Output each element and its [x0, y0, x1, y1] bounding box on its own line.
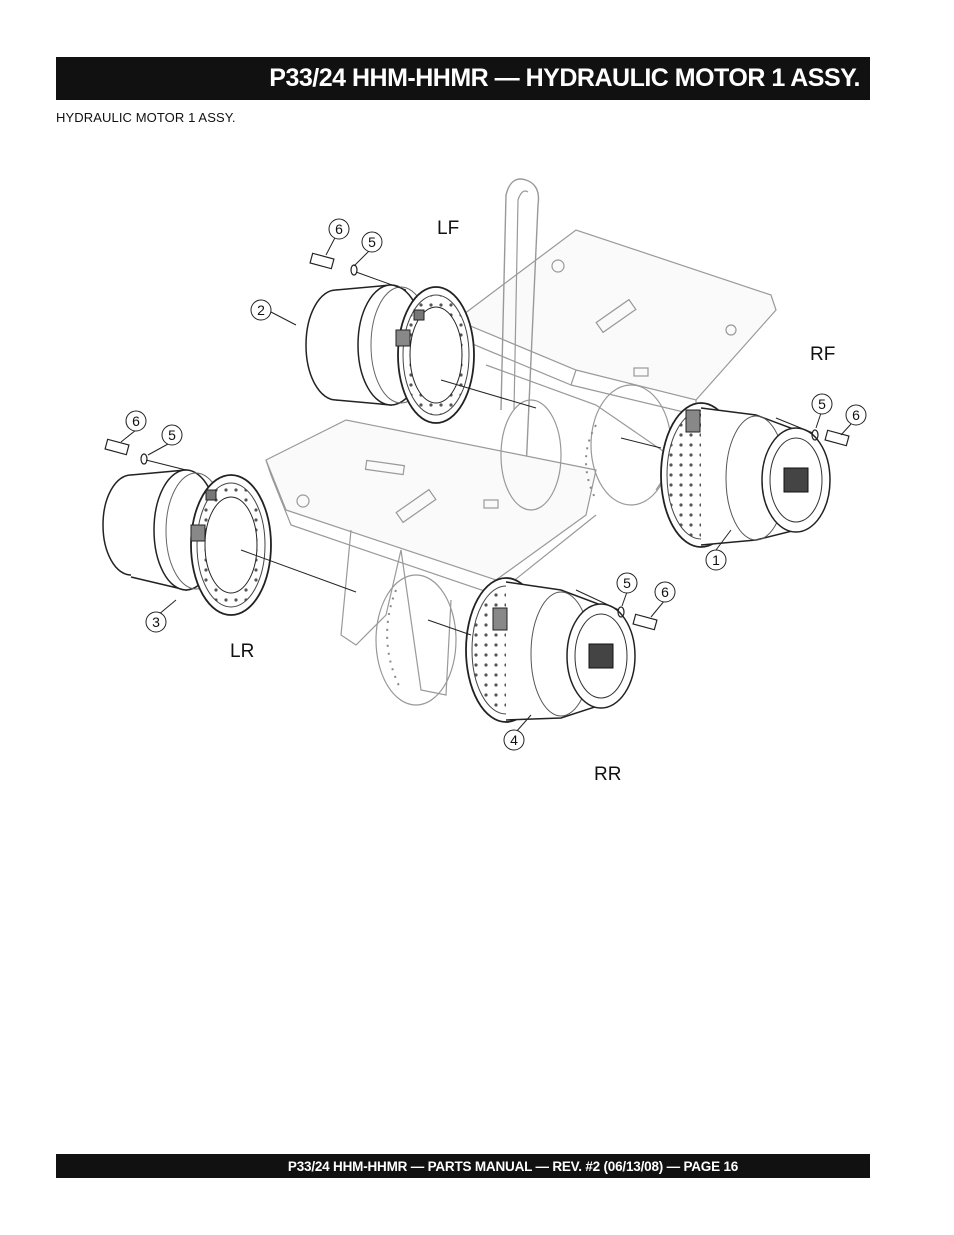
svg-text:5: 5: [368, 234, 376, 250]
diagram-canvas: 6 5 2 5 6 1 6: [102, 178, 867, 785]
motor-lr: [102, 469, 272, 616]
motor-rr: [465, 577, 636, 723]
callout-rr-motor: 4: [503, 729, 525, 751]
label-lr: LR: [230, 641, 254, 662]
assembly-lines: [145, 271, 814, 636]
svg-text:6: 6: [335, 221, 343, 237]
callout-balloons: 6 5 2 5 6 1 6: [125, 218, 867, 751]
callout-rr-bolt: 6: [654, 581, 676, 603]
svg-text:4: 4: [510, 732, 518, 748]
svg-text:5: 5: [818, 396, 826, 412]
callout-lf-bolt: 6: [328, 218, 350, 240]
svg-text:5: 5: [168, 427, 176, 443]
svg-text:5: 5: [623, 575, 631, 591]
callout-lf-motor: 2: [250, 299, 272, 321]
callout-lr-bolt: 6: [125, 410, 147, 432]
callout-rf-motor: 1: [705, 549, 727, 571]
callout-rr-washer: 5: [616, 572, 638, 594]
fasteners: [104, 252, 850, 631]
svg-text:3: 3: [152, 614, 160, 630]
page-footer: P33/24 HHM-HHMR — PARTS MANUAL — REV. #2…: [287, 1158, 739, 1174]
svg-text:6: 6: [661, 584, 669, 600]
section-caption: HYDRAULIC MOTOR 1 ASSY.: [56, 110, 236, 125]
motor-lf: [305, 284, 475, 424]
svg-text:1: 1: [712, 552, 720, 568]
svg-text:6: 6: [132, 413, 140, 429]
label-rr: RR: [594, 764, 621, 785]
svg-text:6: 6: [852, 407, 860, 423]
label-lf: LF: [437, 218, 459, 239]
page-title: P33/24 HHM-HHMR — HYDRAULIC MOTOR 1 ASSY…: [269, 64, 860, 92]
page-footer-bar: P33/24 HHM-HHMR — PARTS MANUAL — REV. #2…: [56, 1154, 870, 1178]
exploded-parts-diagram: 6 5 2 5 6 1 6: [56, 170, 876, 800]
callout-lf-washer: 5: [361, 231, 383, 253]
callout-rf-bolt: 6: [845, 404, 867, 426]
label-rf: RF: [810, 344, 835, 365]
callout-lr-washer: 5: [161, 424, 183, 446]
callout-rf-washer: 5: [811, 393, 833, 415]
svg-text:2: 2: [257, 302, 265, 318]
motor-rf: [660, 402, 831, 548]
page-title-bar: P33/24 HHM-HHMR — HYDRAULIC MOTOR 1 ASSY…: [56, 57, 870, 100]
callout-lr-motor: 3: [145, 611, 167, 633]
